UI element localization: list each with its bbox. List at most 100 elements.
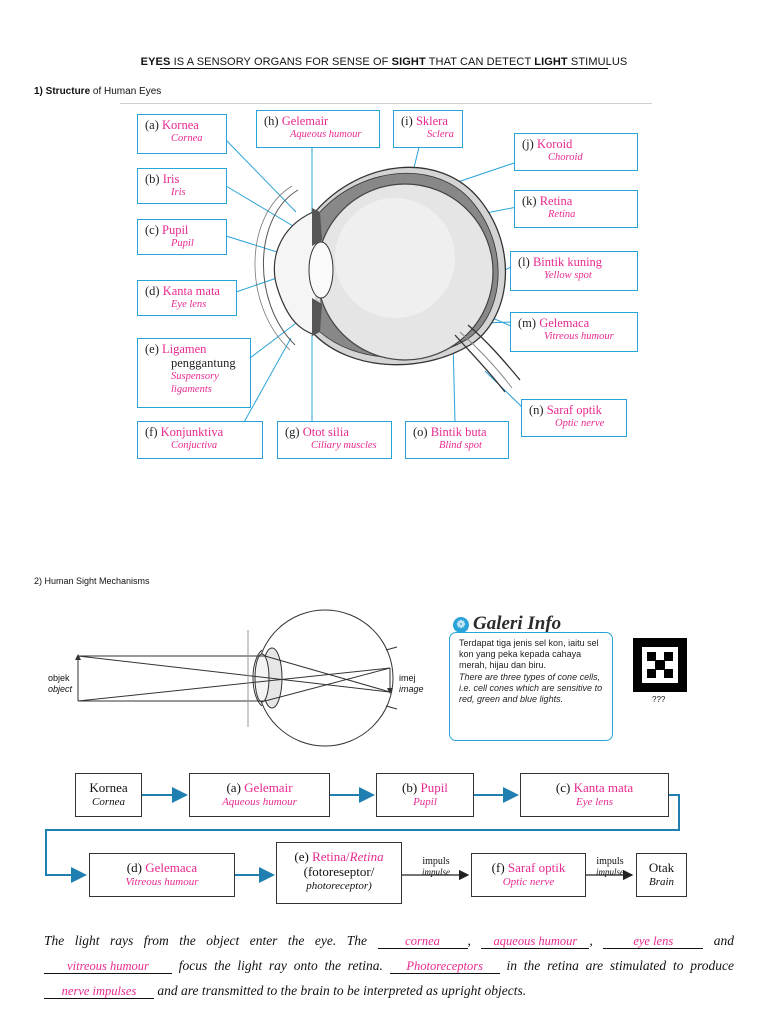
flow-box-saraf-optik: (f) Saraf optik Optic nerve — [471, 853, 586, 897]
label-iris: (b) Iris Iris — [137, 168, 227, 204]
flow-name: Gelemaca — [145, 860, 198, 875]
section-1-number: 1) — [34, 86, 46, 97]
label-english: Choroid — [548, 152, 583, 163]
answer-blank-6[interactable]: nerve impulses — [44, 984, 154, 999]
flow-line-3: photoreceptor) — [306, 880, 372, 892]
flow-letter: (f) — [491, 860, 505, 875]
label-name: Bintik kuning — [532, 255, 603, 269]
flow-box-otak: Otak Brain — [636, 853, 687, 897]
page-title: EYES IS A SENSORY ORGANS FOR SENSE OF SI… — [0, 56, 768, 68]
label-name-2: penggantung — [171, 356, 236, 370]
label-retina: (k) Retina Retina — [514, 190, 638, 228]
label-letter: (b) — [145, 172, 160, 186]
answer-blank-3[interactable]: eye lens — [603, 934, 704, 949]
flow-name: Pupil — [420, 780, 448, 795]
image-label-en: image — [399, 684, 424, 694]
flow-name: Gelemair — [244, 780, 293, 795]
impuls-ms: impuls — [596, 856, 624, 867]
flow-name: Otak — [648, 860, 675, 875]
flow-letter: (d) — [126, 860, 142, 875]
label-name: Koroid — [536, 137, 573, 151]
section-1-bold: Structure — [45, 86, 91, 97]
title-part: THAT CAN DETECT — [425, 56, 535, 68]
label-kornea: (a) Kornea Cornea — [137, 114, 227, 154]
fill-in-paragraph: The light rays from the object enter the… — [44, 928, 734, 1003]
info-text-ms: Terdapat tiga jenis sel kon, iaitu sel k… — [459, 638, 599, 671]
paragraph-text: focus the light ray onto the retina. — [172, 958, 390, 973]
impuls-en: impulse — [596, 867, 624, 877]
answer-blank-5[interactable]: Photoreceptors — [389, 959, 500, 974]
answer-blank-2[interactable]: aqueous humour — [481, 934, 590, 949]
label-name: Gelemaca — [539, 316, 590, 330]
flow-box-retina: (e) Retina/Retina (fotoreseptor/ photore… — [276, 842, 402, 904]
label-koroid: (j) Koroid Choroid — [514, 133, 638, 171]
flow-box-kanta-mata: (c) Kanta mata Eye lens — [520, 773, 669, 817]
flow-english: Vitreous humour — [125, 876, 199, 888]
impuls-label-1: impuls impulse — [406, 856, 466, 878]
flow-box-kornea: Kornea Cornea — [75, 773, 142, 817]
label-english: Cornea — [171, 133, 203, 144]
impuls-ms: impuls — [422, 856, 450, 867]
title-part: STIMULUS — [567, 56, 628, 68]
label-english: Retina — [548, 209, 576, 220]
label-letter: (f) — [145, 425, 158, 439]
flow-letter: (b) — [402, 780, 418, 795]
eye-structure-diagram — [225, 134, 523, 434]
label-letter: (i) — [401, 114, 413, 128]
section-1-heading: 1) Structure of Human Eyes — [34, 86, 161, 97]
section-1-rest: of Human Eyes — [90, 86, 162, 97]
label-english-2: ligaments — [171, 384, 212, 395]
paragraph-text: in the retina are stimulated to produce — [499, 958, 734, 973]
label-name: Ligamen — [162, 342, 207, 356]
flow-english: Aqueous humour — [222, 796, 297, 808]
label-letter: (j) — [522, 137, 534, 151]
section-divider — [120, 103, 652, 104]
label-gelemair: (h) Gelemair Aqueous humour — [256, 110, 380, 148]
label-english: Iris — [171, 187, 186, 198]
object-label-ms: objek — [48, 673, 70, 683]
label-letter: (o) — [413, 425, 428, 439]
flow-letter: (e) — [294, 849, 309, 864]
answer-blank-1[interactable]: cornea — [377, 934, 468, 949]
flow-english: Brain — [648, 876, 675, 888]
answer-blank-4[interactable]: vitreous humour — [44, 959, 172, 974]
title-sight: SIGHT — [391, 56, 426, 68]
label-saraf-optik: (n) Saraf optik Optic nerve — [521, 399, 627, 437]
info-box: Terdapat tiga jenis sel kon, iaitu sel k… — [449, 632, 613, 741]
paragraph-text: and — [703, 933, 735, 948]
label-pupil: (c) Pupil Pupil — [137, 219, 227, 255]
label-bintik-kuning: (l) Bintik kuning Yellow spot — [510, 251, 638, 291]
label-letter: (g) — [285, 425, 300, 439]
label-name: Pupil — [162, 223, 189, 237]
title-underline — [160, 68, 608, 69]
label-name: Kornea — [162, 118, 199, 132]
info-icon: ❁ — [453, 617, 469, 633]
label-english: Pupil — [171, 238, 194, 249]
label-name: Bintik buta — [430, 425, 487, 439]
flow-english: Optic nerve — [502, 876, 555, 888]
qr-code-icon[interactable] — [633, 638, 687, 692]
flow-box-gelemair: (a) Gelemair Aqueous humour — [189, 773, 330, 817]
flow-name-en: Retina — [349, 849, 384, 864]
label-gelemaca: (m) Gelemaca Vitreous humour — [510, 312, 638, 352]
image-label-ms: imej — [399, 673, 416, 683]
label-letter: (c) — [145, 223, 159, 237]
paragraph-text: , — [467, 933, 482, 948]
label-english: Aqueous humour — [290, 129, 362, 140]
flow-english: Cornea — [92, 796, 125, 808]
label-name: Iris — [162, 172, 180, 186]
flow-name: Retina/ — [312, 849, 350, 864]
label-english: Blind spot — [439, 440, 482, 451]
label-english: Eye lens — [171, 299, 207, 310]
label-name: Otot silia — [302, 425, 349, 439]
image-formation-diagram — [75, 609, 398, 747]
flow-letter: (c) — [555, 780, 571, 795]
flow-box-pupil: (b) Pupil Pupil — [376, 773, 474, 817]
object-label-en: object — [48, 684, 73, 694]
label-ligamen: (e) Ligamen penggantung Suspensory ligam… — [137, 338, 251, 408]
label-letter: (k) — [522, 194, 537, 208]
label-name: Sklera — [415, 114, 448, 128]
paragraph-text: The light rays from the object enter the… — [44, 933, 378, 948]
flow-arrows — [45, 787, 680, 883]
paragraph-text: , — [589, 933, 604, 948]
